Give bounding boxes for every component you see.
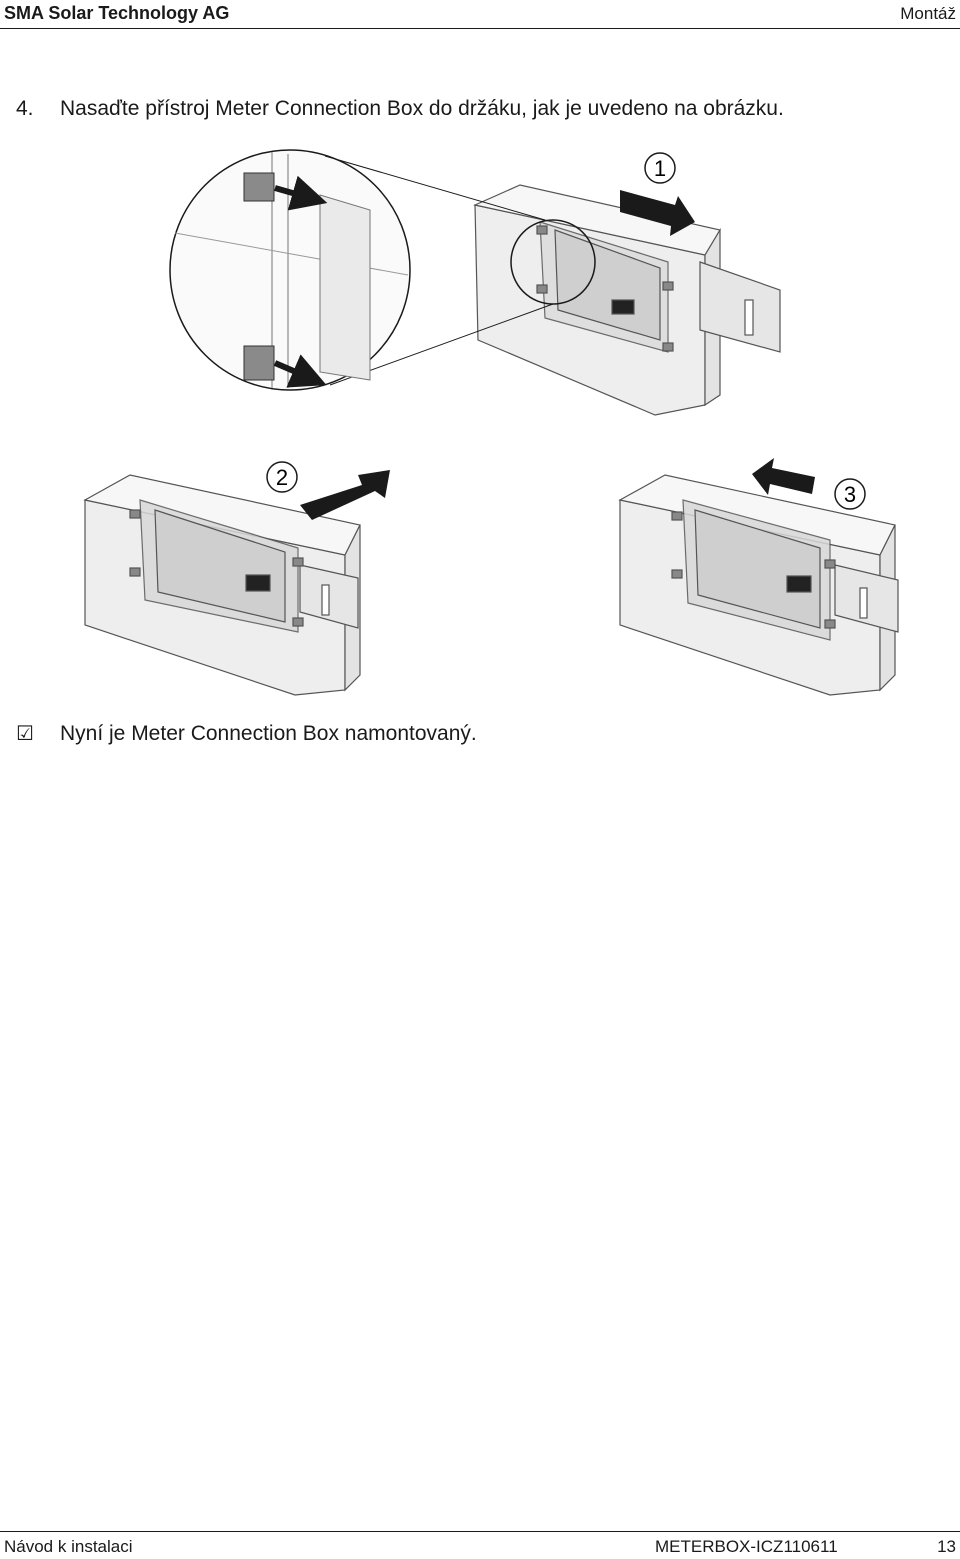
mounting-illustration: 1 2 3 xyxy=(83,149,899,696)
result-line: ☑ Nyní je Meter Connection Box namontovan… xyxy=(16,721,477,746)
footer-page-number: 13 xyxy=(937,1537,956,1556)
footer-doc-code: METERBOX-ICZ110611 xyxy=(655,1537,838,1556)
step-text: Nasaďte přístroj Meter Connection Box do… xyxy=(60,97,784,120)
left-device xyxy=(83,474,361,696)
arrow-2-icon xyxy=(300,470,390,520)
top-device xyxy=(473,184,781,416)
header-section: Montáž xyxy=(900,4,956,23)
callout-1: 1 xyxy=(654,156,666,181)
arrow-1-icon xyxy=(620,190,695,236)
callout-3: 3 xyxy=(844,482,856,507)
checkbox-icon: ☑ xyxy=(16,723,34,745)
header-divider xyxy=(0,28,960,29)
step-number: 4. xyxy=(16,97,34,120)
magnifier-detail xyxy=(169,149,596,391)
arrow-3-icon xyxy=(752,458,815,495)
header-company: SMA Solar Technology AG xyxy=(4,3,230,23)
callout-2: 2 xyxy=(276,465,288,490)
right-device xyxy=(618,474,899,696)
step-instruction: 4. Nasaďte přístroj Meter Connection Box … xyxy=(16,97,784,121)
footer-divider xyxy=(0,1531,960,1532)
result-text: Nyní je Meter Connection Box namontovaný… xyxy=(60,722,477,745)
footer-doc-name: Návod k instalaci xyxy=(4,1537,133,1556)
